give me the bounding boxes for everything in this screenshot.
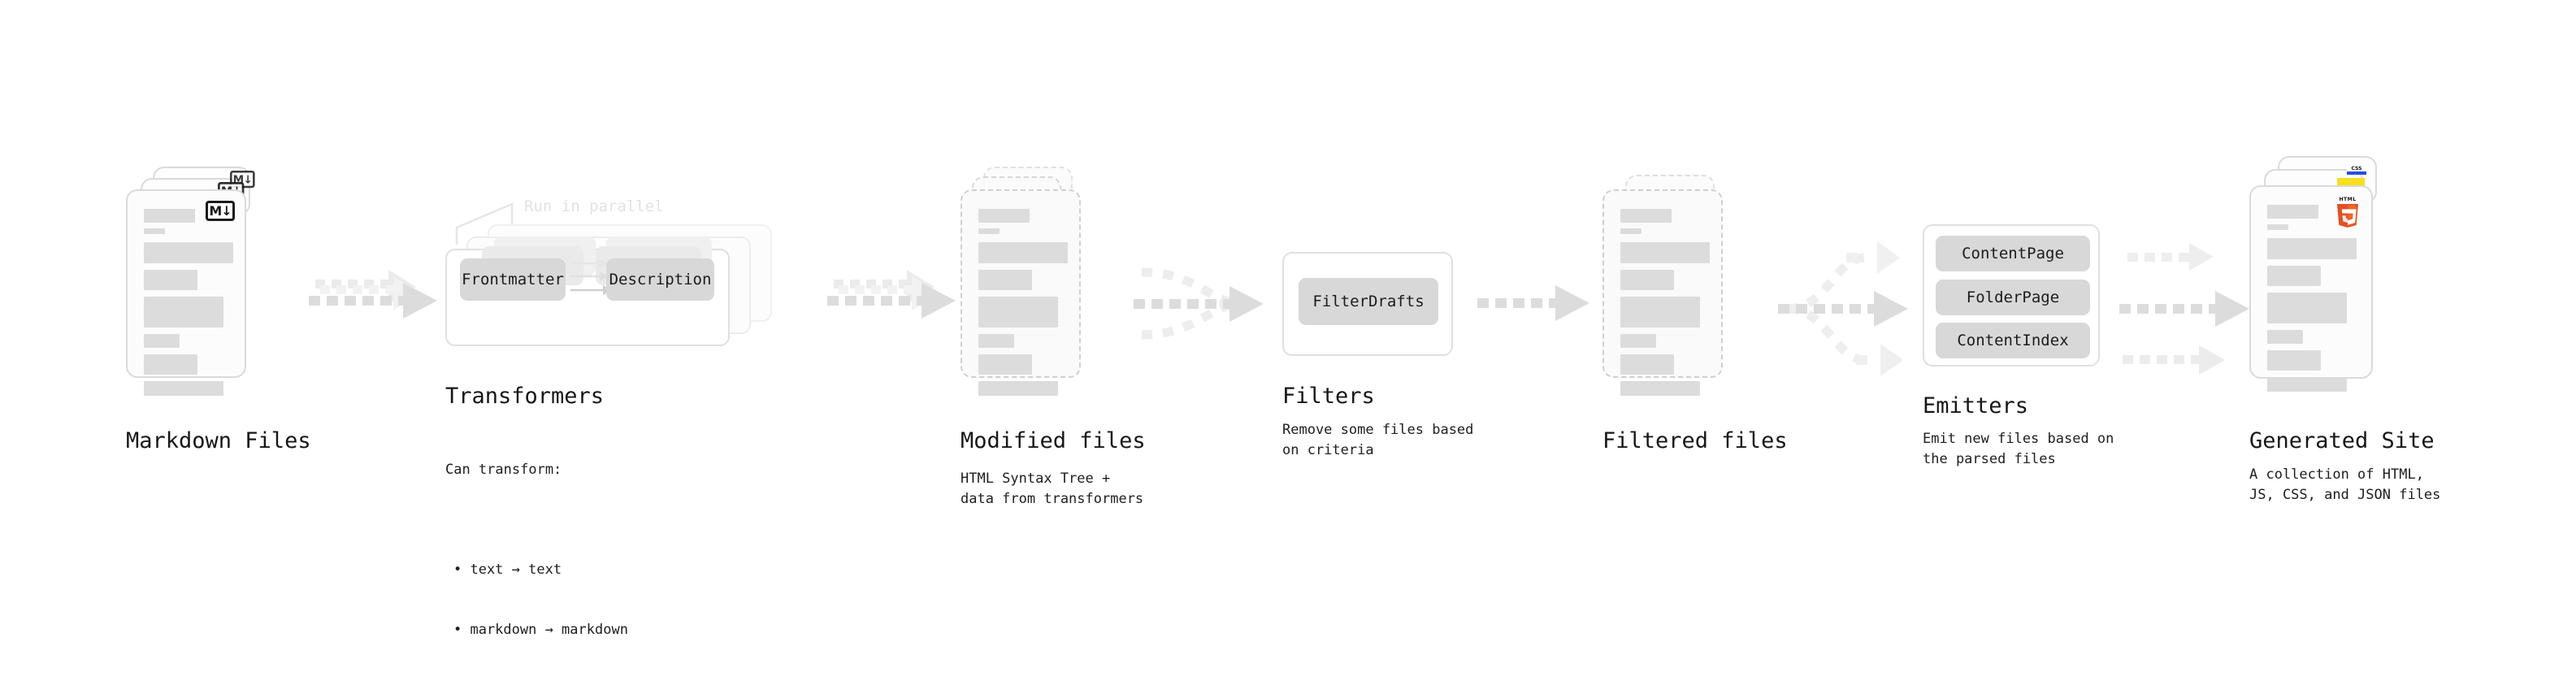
folderpage-chip[interactable]: FolderPage xyxy=(1936,280,2090,315)
placeholder-bar xyxy=(978,334,1014,348)
placeholder-bar xyxy=(2267,205,2318,219)
filterdrafts-chip[interactable]: FilterDrafts xyxy=(1299,278,1438,325)
placeholder-bar xyxy=(978,381,1058,396)
placeholder-bar xyxy=(1620,242,1710,263)
transformers-bullet-1: • markdown → markdown xyxy=(453,622,628,639)
transformers-bullets: • text → text • markdown → markdown • ht… xyxy=(453,520,628,681)
arrow-transformers-to-modified xyxy=(827,270,956,319)
svg-text:HTML: HTML xyxy=(2339,197,2356,202)
placeholder-bar xyxy=(144,334,180,348)
transformers-subtitle-lead: Can transform: xyxy=(445,462,562,479)
emitters-title: Emitters xyxy=(1923,393,2029,419)
emitters-box: ContentPage FolderPage ContentIndex xyxy=(1923,224,2100,367)
contentpage-chip-label: ContentPage xyxy=(1962,245,2064,262)
placeholder-bar xyxy=(2267,266,2321,286)
placeholder-bar xyxy=(978,228,1000,234)
folderpage-chip-label: FolderPage xyxy=(1966,288,2060,306)
placeholder-bar xyxy=(978,354,1032,375)
description-chip-label: Description xyxy=(609,271,712,288)
placeholder-bar xyxy=(978,270,1032,290)
placeholder-bar xyxy=(2267,377,2347,392)
markdown-files-title: Markdown Files xyxy=(126,428,311,453)
run-in-parallel-label: Run in parallel xyxy=(524,197,664,215)
placeholder-bar xyxy=(2267,330,2303,344)
html5-badge: HTML xyxy=(2337,197,2358,228)
description-chip[interactable]: Description xyxy=(606,258,714,301)
filterdrafts-chip-label: FilterDrafts xyxy=(1312,293,1425,310)
placeholder-bar xyxy=(2267,238,2357,259)
arrow-markdown-to-transformers xyxy=(309,270,437,319)
placeholder-bar xyxy=(978,242,1068,263)
frontmatter-chip-label: Frontmatter xyxy=(462,271,564,288)
markdown-doc-front: M↓ xyxy=(126,189,246,396)
emitters-subtitle: Emit new files based on the parsed files xyxy=(1923,431,2114,467)
placeholder-bar xyxy=(1620,354,1674,375)
modified-doc-front xyxy=(961,189,1081,396)
placeholder-bar xyxy=(144,381,223,396)
placeholder-bar xyxy=(1620,228,1641,234)
css-badge: CSS xyxy=(2347,165,2366,175)
arrow-filters-to-filtered xyxy=(1477,285,1589,321)
filters-box: FilterDrafts xyxy=(1282,252,1453,356)
placeholder-bar xyxy=(144,354,197,375)
markdown-doc-content xyxy=(128,191,245,396)
placeholder-bar xyxy=(144,209,195,223)
markdown-badge-front: M↓ xyxy=(206,201,235,221)
transformers-inner-arrows xyxy=(570,258,613,295)
placeholder-bar xyxy=(1620,381,1700,396)
filters-title: Filters xyxy=(1282,384,1375,409)
arrow-modified-to-filters xyxy=(1134,267,1264,340)
placeholder-bar xyxy=(1620,297,1700,327)
placeholder-bar xyxy=(1620,209,1672,223)
run-in-parallel-bracket xyxy=(455,202,514,245)
site-doc-content xyxy=(2251,187,2371,392)
contentindex-chip-label: ContentIndex xyxy=(1957,332,2069,349)
placeholder-bar xyxy=(144,228,165,234)
transformers-subtitle: Can transform: • text → text • markdown … xyxy=(445,420,628,681)
placeholder-bar xyxy=(2267,293,2347,323)
placeholder-bar xyxy=(978,209,1030,223)
transformers-title: Transformers xyxy=(445,384,605,409)
contentpage-chip[interactable]: ContentPage xyxy=(1936,236,2090,271)
modified-files-title: Modified files xyxy=(961,428,1146,453)
placeholder-bar xyxy=(978,297,1058,327)
placeholder-bar xyxy=(144,297,223,327)
placeholder-bar xyxy=(144,270,197,290)
filters-subtitle: Remove some files based on criteria xyxy=(1282,422,1474,458)
filtered-files-title: Filtered files xyxy=(1602,428,1788,453)
placeholder-bar xyxy=(144,242,233,263)
arrow-emitters-to-site xyxy=(2119,243,2249,375)
filtered-doc-content xyxy=(1604,191,1721,396)
placeholder-bar xyxy=(2267,224,2288,230)
placeholder-bar xyxy=(2267,350,2321,371)
filtered-doc-front xyxy=(1602,189,1723,396)
generated-site-title: Generated Site xyxy=(2249,428,2435,453)
arrow-filtered-to-emitters xyxy=(1778,241,1908,376)
placeholder-bar xyxy=(1620,270,1674,290)
site-doc-front: HTML xyxy=(2249,185,2373,392)
frontmatter-chip[interactable]: Frontmatter xyxy=(460,258,566,301)
modified-files-subtitle: HTML Syntax Tree + data from transformer… xyxy=(961,471,1144,507)
transformers-bullet-0: • text → text xyxy=(453,562,562,579)
generated-site-subtitle: A collection of HTML, JS, CSS, and JSON … xyxy=(2249,466,2441,503)
modified-doc-content xyxy=(962,191,1079,396)
placeholder-bar xyxy=(1620,334,1656,348)
contentindex-chip[interactable]: ContentIndex xyxy=(1936,323,2090,358)
